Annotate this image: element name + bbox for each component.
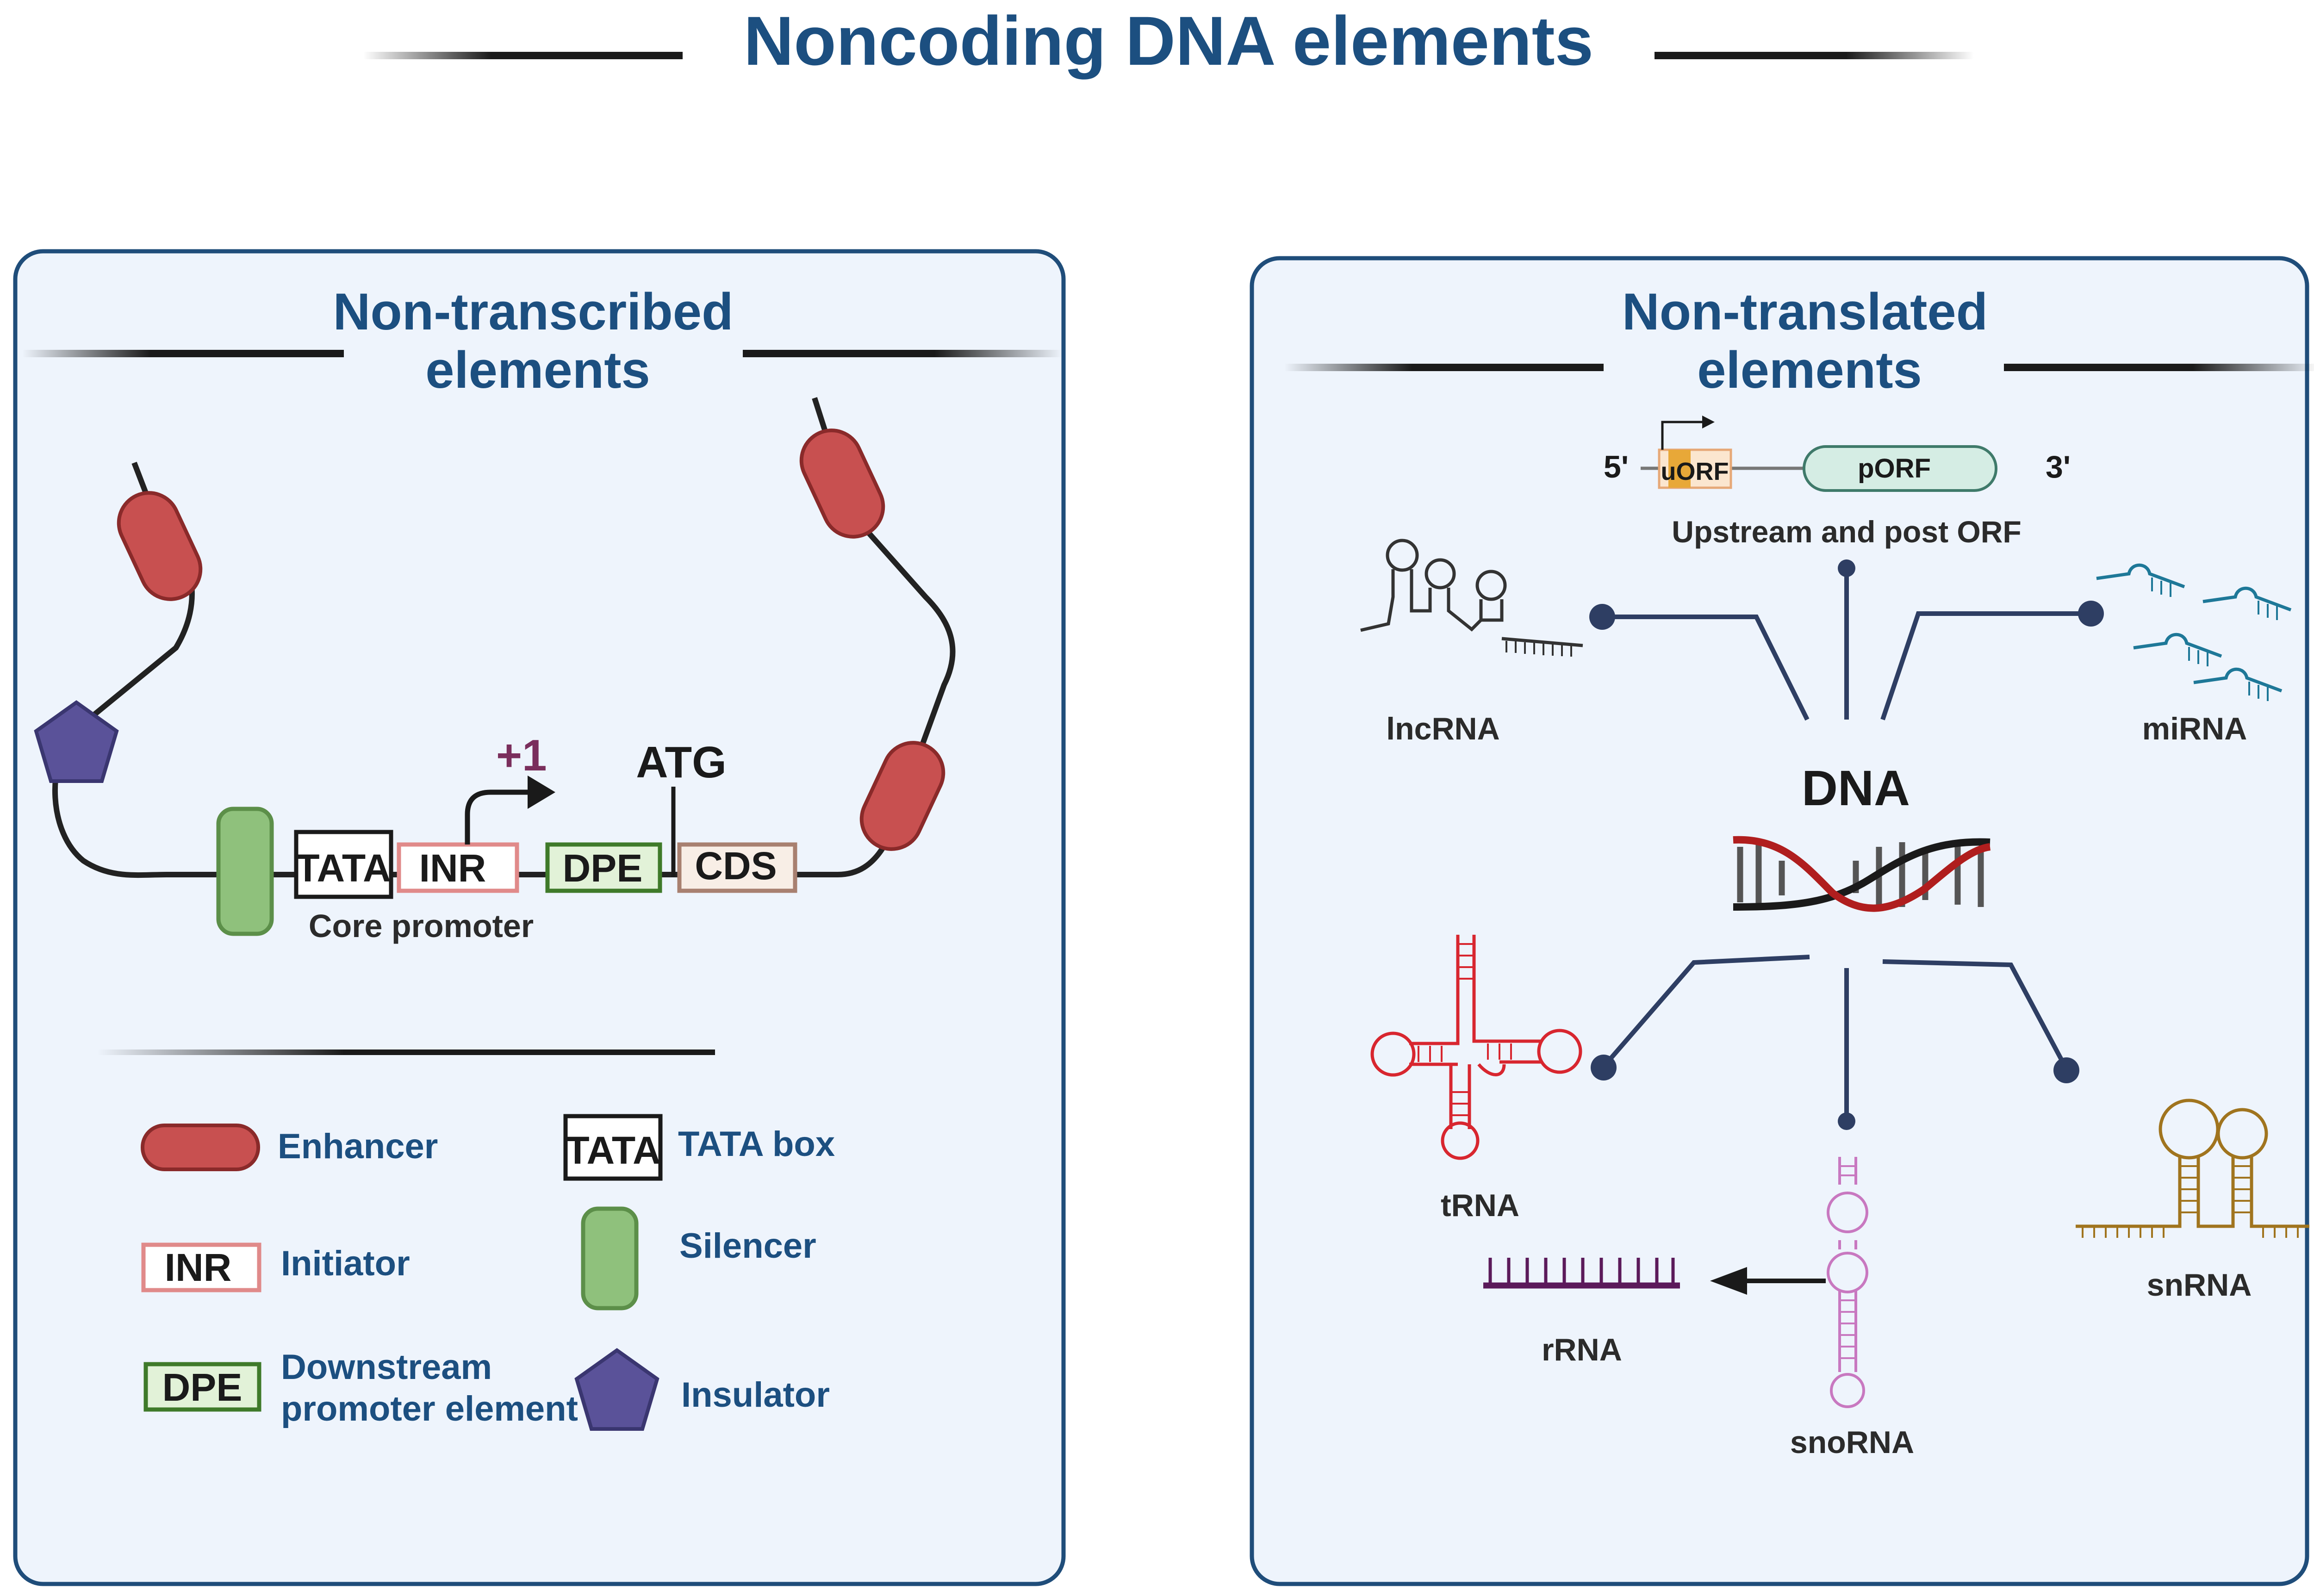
dna-strand-red	[1733, 836, 1991, 912]
tata-box-strand-label: TATA	[296, 846, 391, 890]
cds-box-strand	[677, 842, 797, 893]
uorf-start-arrow	[1661, 421, 1703, 450]
legend-enhancer-label: Enhancer	[278, 1127, 438, 1166]
dna-center-label: DNA	[1802, 760, 1910, 816]
connectors	[1602, 567, 2090, 1120]
legend-dpe-icon	[143, 1362, 261, 1412]
legend-initiator-label: Initiator	[281, 1244, 410, 1283]
uorf-label: uORF	[1661, 458, 1729, 485]
legend-silencer-icon	[581, 1206, 639, 1310]
porf-label: pORF	[1858, 453, 1931, 484]
main-title-group: Noncoding DNA elements	[363, 2, 1974, 80]
legend-initiator-icon	[141, 1242, 261, 1292]
trna-label: tRNA	[1441, 1188, 1519, 1223]
right-panel-title-line2: elements	[1697, 341, 1922, 399]
right-panel: Non-translated elements 5' uORF pORF 3' …	[1250, 256, 2314, 1586]
tss-arrowhead	[528, 776, 555, 809]
core-promoter-label: Core promoter	[309, 908, 534, 944]
porf-box	[1803, 445, 1997, 492]
cds-box-strand-label: CDS	[695, 844, 777, 888]
orf-5prime-label: 5'	[1604, 449, 1629, 484]
left-panel-title-line2: elements	[425, 341, 650, 399]
legend-dpe-icon-label: DPE	[162, 1366, 243, 1409]
legend-tata-icon-label: TATA	[566, 1129, 660, 1172]
enhancer-shape-top-right	[799, 428, 885, 539]
snorna-icon	[1827, 1157, 1868, 1408]
left-title-rule-left	[22, 350, 344, 357]
right-panel-box	[1250, 256, 2309, 1586]
mirna-label: miRNA	[2142, 711, 2247, 746]
trna-icon	[1370, 935, 1582, 1160]
uorf-highlight	[1668, 450, 1691, 488]
dpe-box-strand-label: DPE	[563, 846, 643, 890]
left-title-rule-right	[743, 350, 1062, 357]
right-title-rule-right	[2004, 364, 2314, 371]
orf-caption: Upstream and post ORF	[1672, 515, 2021, 549]
tata-box-strand	[294, 830, 393, 899]
legend-divider	[97, 1050, 715, 1055]
lncrna-label: lncRNA	[1386, 711, 1500, 746]
snorna-label: snoRNA	[1790, 1425, 1914, 1460]
legend-initiator-icon-label: INR	[165, 1246, 232, 1289]
inr-box-strand-label: INR	[419, 846, 486, 890]
legend-dpe-label-line2: promoter element	[281, 1389, 578, 1428]
silencer-shape-strand	[216, 807, 274, 936]
legend-enhancer-icon	[141, 1124, 260, 1171]
legend-tata-label: TATA box	[678, 1124, 835, 1164]
atg-label: ATG	[636, 738, 727, 787]
legend-dpe-label-line1: Downstream	[281, 1348, 492, 1387]
title-rule-left	[363, 52, 683, 59]
lncrna-icon	[1360, 539, 1583, 657]
connector-nodes	[1589, 559, 2104, 1130]
right-title-rule-left	[1284, 364, 1604, 371]
uorf-start-arrowhead	[1702, 416, 1715, 428]
dna-strand-left	[52, 397, 956, 878]
snrna-icon	[2076, 1099, 2309, 1238]
snrna-label: snRNA	[2147, 1267, 2252, 1303]
left-panel-title-line1: Non-transcribed	[333, 283, 734, 341]
main-title: Noncoding DNA elements	[744, 2, 1593, 80]
insulator-shape-strand	[34, 700, 119, 783]
dna-strand-black	[1733, 838, 1991, 911]
dpe-box-strand	[545, 842, 662, 893]
title-rule-right	[1655, 52, 1974, 59]
enhancer-shape-right	[859, 741, 946, 851]
right-panel-title-line1: Non-translated	[1622, 283, 1988, 341]
tss-arrow	[465, 789, 532, 845]
orf-3prime-label: 3'	[2046, 449, 2071, 484]
snorna-to-rrna-arrowhead	[1710, 1267, 1747, 1295]
left-panel: Non-transcribed elements TATA INR DPE CD…	[13, 249, 1066, 1586]
legend-insulator-icon	[574, 1348, 659, 1431]
rrna-icon	[1483, 1258, 1680, 1289]
legend-tata-icon	[563, 1114, 663, 1181]
inr-box-strand	[397, 842, 519, 893]
enhancer-shape-top-left	[117, 491, 203, 601]
left-panel-box	[13, 249, 1066, 1586]
dna-helix-icon	[1733, 836, 1991, 912]
mirna-icon	[2096, 563, 2292, 701]
legend-insulator-label: Insulator	[681, 1375, 830, 1415]
tss-label: +1	[496, 731, 547, 780]
rrna-label: rRNA	[1542, 1332, 1622, 1367]
legend-silencer-label: Silencer	[679, 1226, 816, 1266]
